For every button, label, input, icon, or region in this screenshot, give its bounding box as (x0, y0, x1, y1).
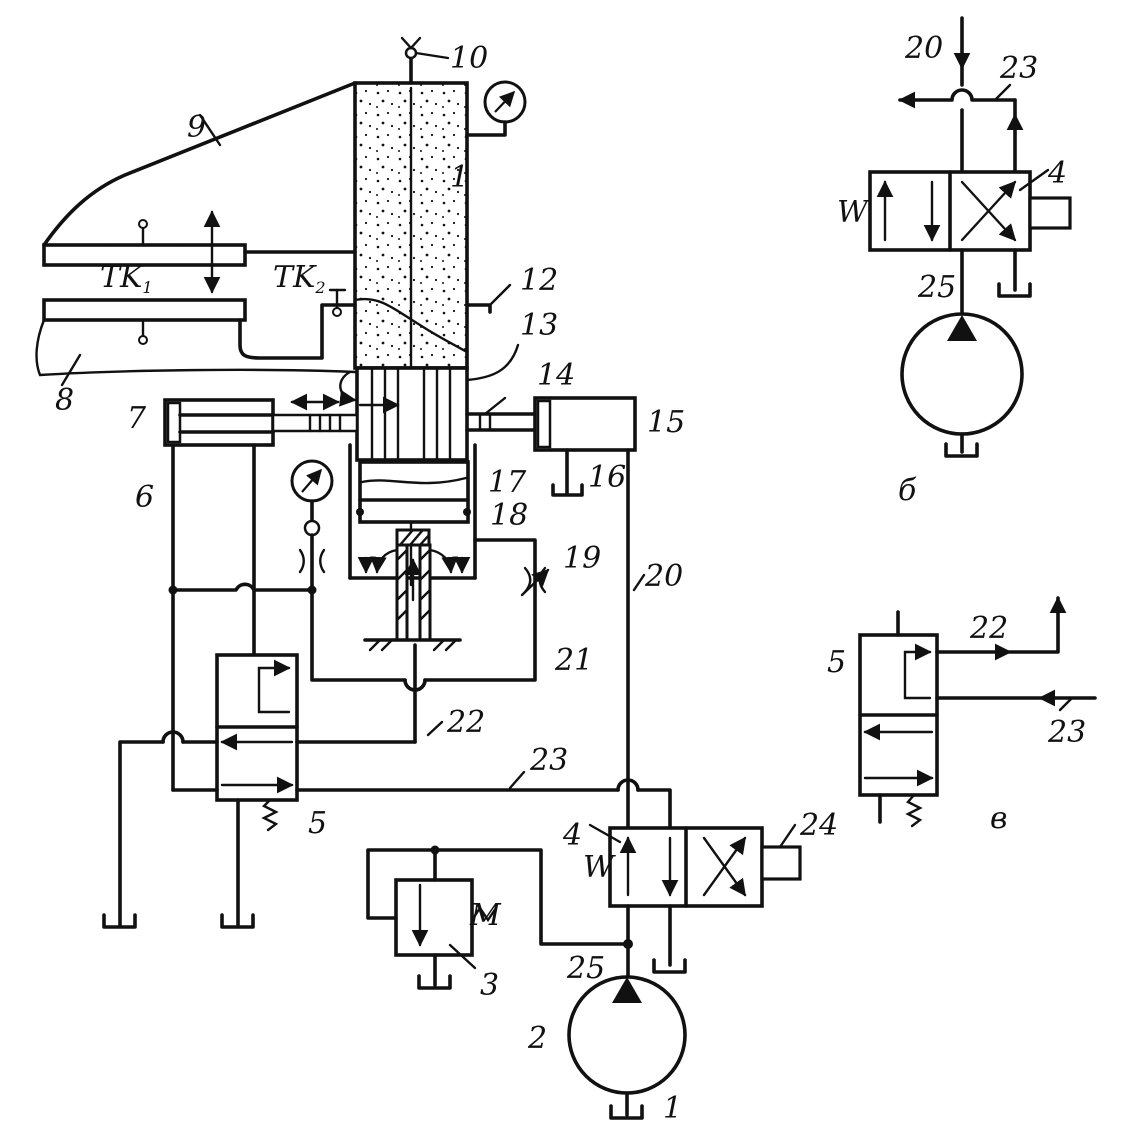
lever-9 (42, 81, 357, 247)
label-3: 3 (480, 968, 499, 1003)
label-8: 8 (55, 383, 74, 418)
frame-8 (35, 318, 357, 387)
label-5: 5 (308, 806, 327, 841)
label-2: 2 (527, 1021, 547, 1056)
label-13: 13 (520, 308, 558, 343)
subdiagram-v (858, 596, 1097, 828)
pipe-23 (171, 770, 672, 929)
label-7: 7 (127, 401, 147, 436)
label-21: 21 (554, 643, 593, 678)
label-19: 19 (563, 541, 601, 576)
cylinder-15 (465, 396, 637, 497)
label-17: 17 (488, 465, 527, 500)
press-cylinder (348, 443, 477, 652)
directional-valve-4 (588, 823, 802, 974)
vent-valve-10 (400, 36, 450, 85)
bracket-12 (465, 283, 512, 314)
label-w-main: W (583, 850, 616, 885)
label-14: 14 (537, 358, 575, 393)
pipe-20 (626, 448, 646, 830)
label-23-v: 23 (1047, 715, 1086, 750)
label-22-v: 22 (969, 611, 1008, 646)
label-22: 22 (446, 705, 485, 740)
multi-piston-head-13 (338, 343, 520, 462)
pressure-gauge-6 (290, 459, 334, 592)
label-16: 16 (588, 460, 626, 495)
label-20: 20 (644, 559, 683, 594)
label-12: 12 (520, 263, 558, 298)
label-15: 15 (647, 405, 685, 440)
label-tk1: TK1 (100, 260, 153, 297)
pump-2 (567, 975, 687, 1120)
label-w-b: W (837, 195, 870, 230)
label-sub-v: в (990, 801, 1007, 836)
subdiagram-b (868, 16, 1072, 458)
label-23: 23 (529, 743, 568, 778)
label-m-spring: M (469, 898, 502, 933)
label-4-b: 4 (1047, 156, 1067, 191)
label-sub-b: б (898, 473, 917, 508)
label-tk2: TK2 (273, 260, 326, 297)
label-25-b: 25 (917, 270, 956, 305)
valve-5 (215, 653, 299, 832)
label-10: 10 (450, 41, 488, 76)
cylinder-7 (163, 393, 359, 447)
pipe-22 (102, 643, 444, 929)
label-23-b: 23 (999, 51, 1038, 86)
label-1-tank: 1 (663, 1091, 682, 1126)
label-1-flask: 1 (450, 160, 469, 195)
relief-valve-3 (366, 845, 633, 990)
label-24: 24 (799, 808, 838, 843)
plate-tk1 (42, 210, 357, 294)
label-18: 18 (490, 498, 528, 533)
label-4: 4 (562, 818, 582, 853)
pressure-gauge-top (465, 80, 527, 137)
label-6: 6 (135, 480, 154, 515)
labels: 10 1 9 TK1 TK2 12 13 14 15 16 17 18 19 2… (55, 31, 1086, 1126)
label-20-b: 20 (904, 31, 943, 66)
label-9: 9 (187, 110, 206, 145)
label-5-v: 5 (827, 645, 846, 680)
label-25: 25 (566, 951, 605, 986)
plate-tk2 (42, 288, 357, 360)
